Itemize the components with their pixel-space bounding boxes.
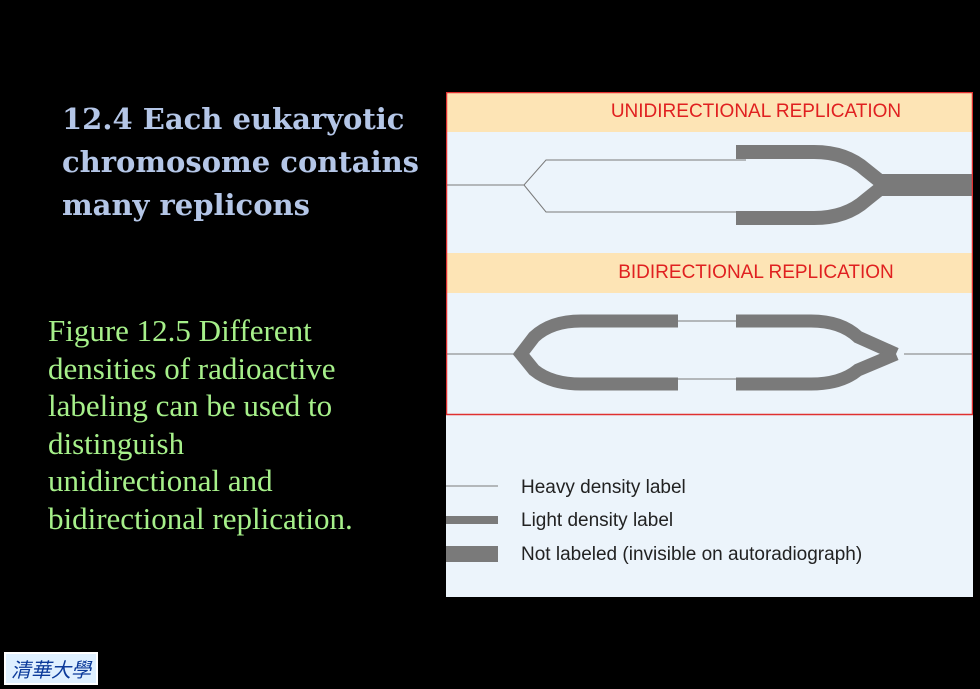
light-label-strand: [736, 314, 899, 360]
light-label-strand: [736, 348, 899, 391]
figure-caption: Figure 12.5 Different densities of radio…: [48, 312, 428, 537]
tsinghua-university-logo: 清華大學: [4, 652, 98, 685]
unidirectional-panel: UNIDIRECTIONAL REPLICATION: [446, 92, 973, 225]
heading-line: many replicons: [62, 188, 310, 222]
caption-line: bidirectional replication.: [48, 500, 353, 536]
unidirectional-title-bar: [446, 92, 973, 132]
bidirectional-replicon: [446, 314, 973, 391]
heavy-label-strand: [523, 184, 746, 213]
svg-text:清華大學: 清華大學: [11, 658, 93, 682]
heading-line: 12.4 Each eukaryotic: [62, 102, 405, 136]
light-label-strand: [736, 145, 886, 188]
caption-line: unidirectional and: [48, 463, 273, 498]
caption-line: Figure 12.5 Different: [48, 313, 312, 348]
heading-line: chromosome contains: [62, 145, 419, 179]
light-label-strand: [512, 314, 678, 391]
unidirectional-replicon: [446, 145, 973, 225]
bidirectional-title-bar: [446, 253, 973, 293]
caption-line: densities of radioactive: [48, 350, 336, 386]
replication-diagram-svg: UNIDIRECTIONAL REPLICATION BIDIRECTIONAL…: [446, 92, 973, 565]
legend-label-heavy: Heavy density label: [521, 477, 686, 498]
panels-border: [446, 92, 973, 416]
heavy-label-strand: [446, 159, 746, 186]
unidirectional-title: UNIDIRECTIONAL REPLICATION: [611, 101, 901, 122]
bidirectional-panel: BIDIRECTIONAL REPLICATION: [446, 253, 973, 391]
replication-diagram: UNIDIRECTIONAL REPLICATION BIDIRECTIONAL…: [446, 92, 973, 597]
caption-line: labeling can be used to: [48, 388, 333, 423]
legend-label-unlabeled: Not labeled (invisible on autoradiograph…: [521, 544, 862, 565]
caption-line: distinguish: [48, 425, 185, 461]
slide-heading: 12.4 Each eukaryotic chromosome contains…: [62, 98, 422, 227]
legend-label-light: Light density label: [521, 510, 673, 531]
bidirectional-title: BIDIRECTIONAL REPLICATION: [618, 262, 894, 283]
diagram-legend: Heavy density label Light density label …: [446, 477, 862, 565]
light-label-strand: [736, 182, 886, 225]
